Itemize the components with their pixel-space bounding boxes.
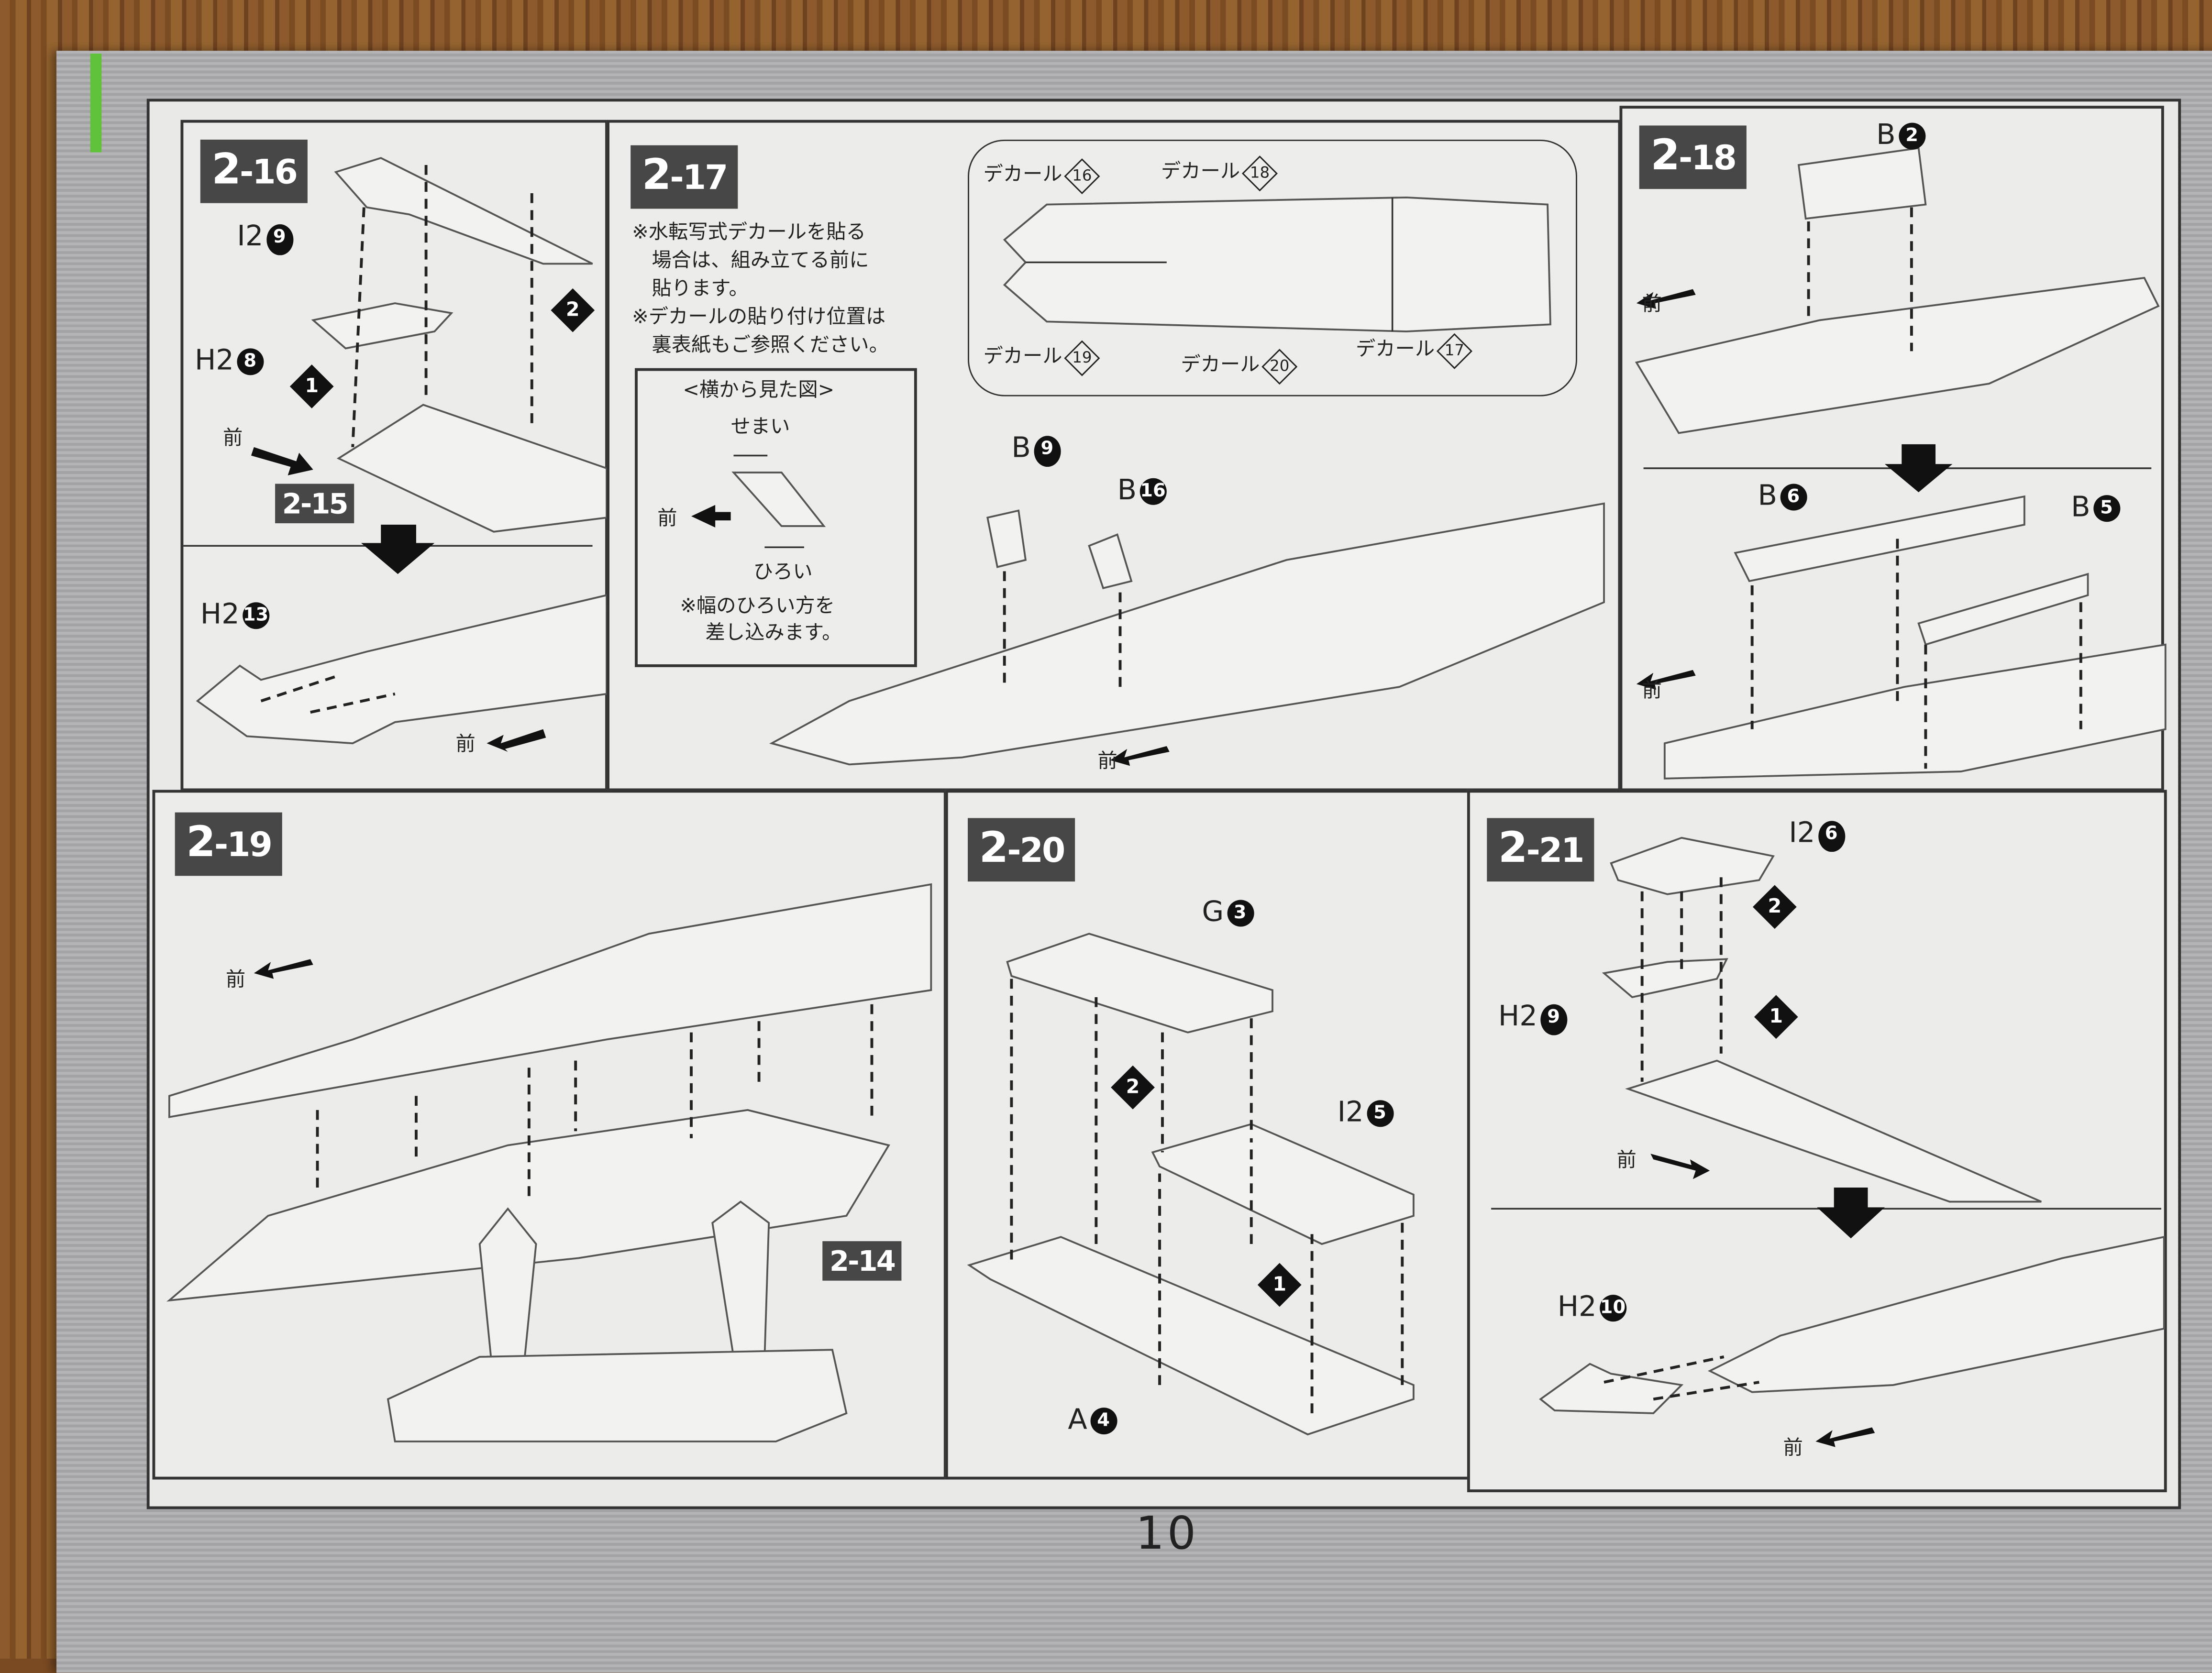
decal-notes: ※水転写式デカールを貼る 場合は、組み立てる前に 貼ります。 ※デカールの貼り付… <box>632 219 889 360</box>
front-label: 前 <box>1616 1149 1637 1172</box>
diagram-2-18 <box>1635 147 2167 780</box>
decal-top-view <box>1003 196 1551 332</box>
wide-label: ひろい <box>753 561 813 584</box>
step-label: 2-21 <box>1487 818 1595 882</box>
order-marker-1: 1 <box>1257 1263 1302 1307</box>
front-label: 前 <box>225 969 246 992</box>
front-label: 前 <box>222 427 243 450</box>
order-marker-2: 2 <box>1752 885 1797 929</box>
reference-step-2-14: 2-14 <box>822 1241 902 1281</box>
front-label: 前 <box>657 507 677 530</box>
step-sub: -16 <box>239 152 298 192</box>
diagram-2-21 <box>1491 836 2165 1447</box>
order-marker-1: 1 <box>1754 995 1798 1039</box>
diagram-2-17 <box>769 502 1605 766</box>
step-label: 2-16 <box>200 139 308 203</box>
order-marker-2: 2 <box>551 288 595 332</box>
front-label: 前 <box>1783 1437 1803 1460</box>
note-line: ※水転写式デカールを貼る <box>632 221 866 244</box>
diagram-2-20 <box>967 933 1415 1436</box>
step-label: 2-19 <box>175 812 283 876</box>
step-number: 2 <box>211 145 241 195</box>
note-line: ※デカールの貼り付け位置は <box>632 306 886 329</box>
green-edge-tab <box>90 54 102 153</box>
side-view-diagram <box>691 454 826 548</box>
front-label: 前 <box>1097 750 1117 773</box>
order-marker-2: 2 <box>1111 1065 1155 1110</box>
note-line: 場合は、組み立てる前に <box>652 249 869 273</box>
note-line: 貼ります。 <box>652 277 749 301</box>
diagram-2-16 <box>183 157 608 752</box>
step-label: 2-18 <box>1639 125 1747 189</box>
note-line: 裏表紙もご参照ください。 <box>652 334 889 357</box>
narrow-label: せまい <box>730 416 790 439</box>
reference-step-2-15: 2-15 <box>275 484 354 524</box>
front-label: 前 <box>1642 680 1662 703</box>
order-marker-1: 1 <box>289 364 334 408</box>
page-number: 10 <box>1135 1506 1199 1560</box>
side-view-note: 差し込みます。 <box>705 622 842 645</box>
side-view-box: <横から見た図> せまい 前 ひろい ※幅のひろい方を 差し込みます。 <box>635 368 917 667</box>
front-label: 前 <box>455 733 476 756</box>
side-view-title: <横から見た図> <box>683 379 835 402</box>
side-view-note: ※幅のひろい方を <box>680 595 835 618</box>
step-panel-2-19: 2-19 前 2-14 <box>152 790 947 1480</box>
step-panel-2-17: 2-17 ※水転写式デカールを貼る 場合は、組み立てる前に 貼ります。 ※デカー… <box>607 120 1621 792</box>
step-label: 2-17 <box>630 145 739 209</box>
front-label: 前 <box>1642 293 1662 316</box>
diagram-2-19 <box>166 883 932 1442</box>
step-label: 2-20 <box>968 818 1075 882</box>
